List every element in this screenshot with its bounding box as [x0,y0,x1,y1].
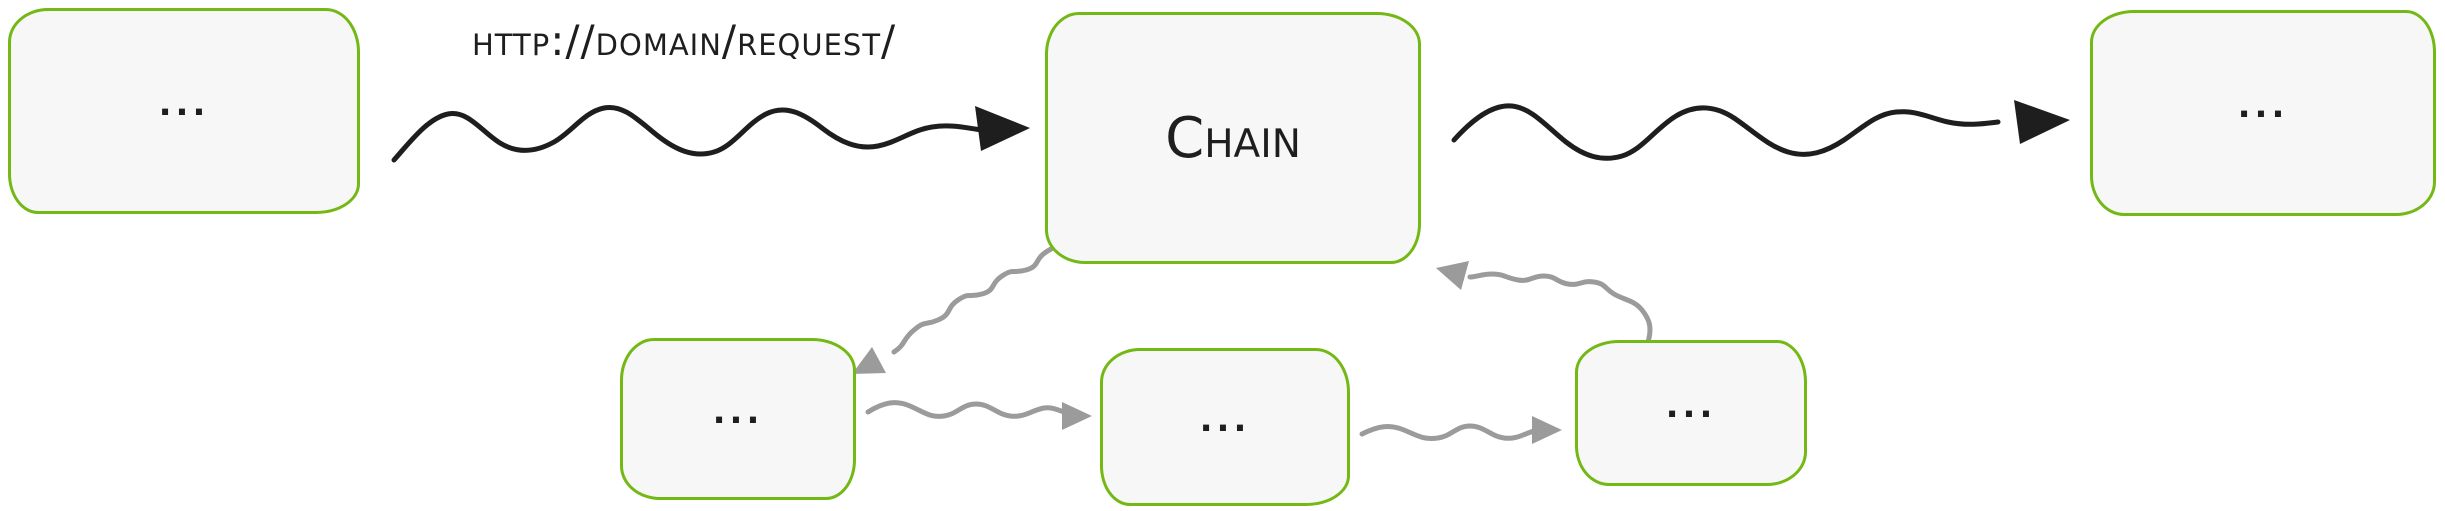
node-sub-middle-label: ... [1199,400,1251,440]
node-right-label: ... [2237,86,2289,126]
edge-chain-to-right-arrowhead [2014,100,2070,144]
node-sub-left-label: ... [712,392,764,432]
edge-sub-left-to-sub-middle-arrowhead [1062,402,1092,430]
node-chain: Chain [1045,12,1421,264]
edge-sub-middle-to-sub-right [1359,423,1541,441]
edge-sub-right-to-chain [1467,271,1653,345]
node-sub-right: ... [1575,340,1807,486]
node-left-label: ... [158,84,210,124]
node-chain-label: Chain [1165,105,1301,171]
edge-sub-left-to-sub-middle [865,400,1067,419]
node-sub-middle: ... [1100,348,1350,506]
edge-chain-to-sub-left-arrowhead [852,347,886,374]
edge-chain-to-sub-left [891,229,1083,355]
edge-left-to-chain [391,104,985,163]
edge-chain-to-right [1451,103,2001,161]
edge-sub-middle-to-sub-right-arrowhead [1532,416,1562,444]
node-left: ... [8,8,360,214]
node-right: ... [2090,10,2436,216]
request-url-label: http://domain/request/ [472,16,897,65]
edge-left-to-chain-arrowhead [975,106,1030,151]
node-sub-right-label: ... [1665,386,1717,426]
edge-sub-right-to-chain-arrowhead [1436,261,1469,290]
node-sub-left: ... [620,338,856,500]
